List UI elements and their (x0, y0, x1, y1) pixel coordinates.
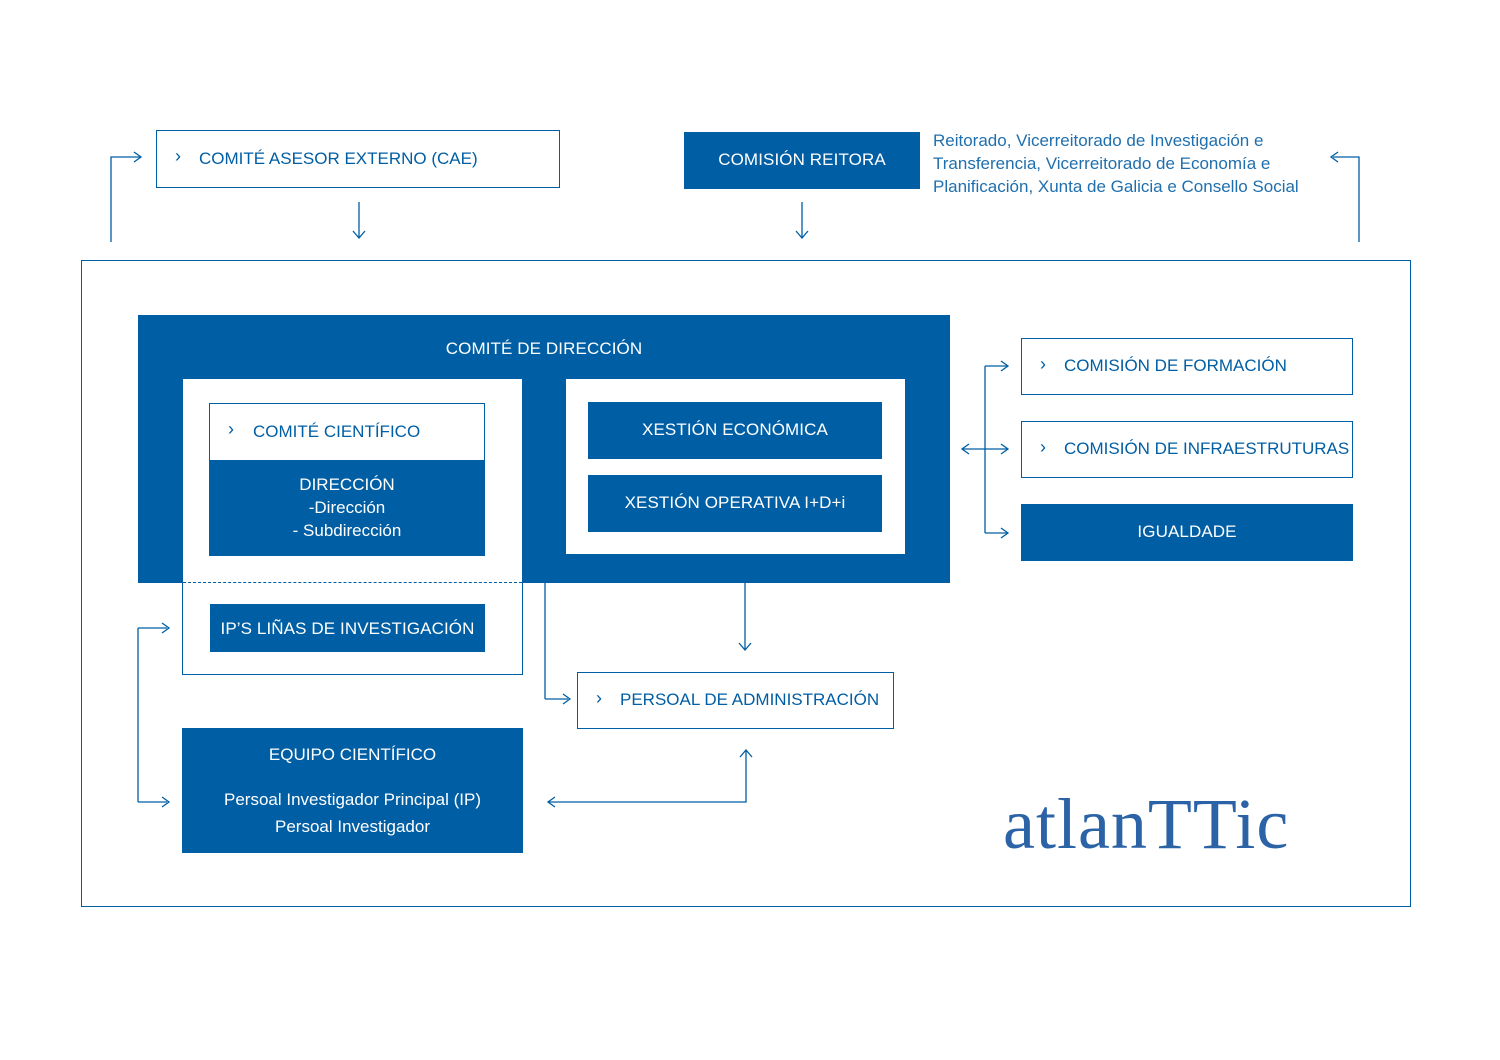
chevron-right-icon: › (1040, 354, 1046, 374)
reitora-note: Reitorado, Vicerreitorado de Investigaci… (933, 129, 1299, 198)
chevron-right-icon: › (1040, 437, 1046, 457)
direccion-line: DIRECCIÓN (299, 475, 395, 494)
reitora-note-line: Reitorado, Vicerreitorado de Investigaci… (933, 131, 1264, 150)
cae-label: COMITÉ ASESOR EXTERNO (CAE) (199, 149, 478, 168)
cae-bracket-arrow-icon (133, 151, 143, 163)
igualdade-arrow-icon (1000, 527, 1010, 539)
economica-label: XESTIÓN ECONÓMICA (642, 420, 828, 439)
igualdade-box[interactable]: IGUALDADE (1021, 504, 1353, 561)
admin-label: PERSOAL DE ADMINISTRACIÓN (620, 690, 880, 709)
equipo-line: Persoal Investigador Principal (IP) (223, 790, 481, 809)
ips-arrow-icon (161, 622, 171, 634)
chevron-right-icon: › (228, 419, 234, 439)
reitora-bracket-arrow-icon (1329, 151, 1339, 163)
admin-equipo-line (549, 751, 747, 803)
ips-box[interactable]: IP’S LIÑAS DE INVESTIGACIÓN (210, 604, 485, 652)
infra-arrow-right-icon (1000, 443, 1010, 455)
direccion-line: -Dirección (308, 498, 386, 517)
xestion-down-arrow-icon (738, 642, 752, 651)
cientifico-box[interactable]: › COMITÉ CIENTÍFICO (209, 403, 485, 461)
infra-box[interactable]: › COMISIÓN DE INFRAESTRUTURAS (1021, 421, 1353, 478)
reitora-down-arrow-icon (795, 230, 809, 239)
cientifico-container (182, 379, 523, 675)
equipo-arrow-icon (161, 796, 171, 808)
chevron-right-icon: › (596, 688, 602, 708)
admin-arrow-icon (562, 693, 572, 705)
infra-label: COMISIÓN DE INFRAESTRUTURAS (1064, 439, 1350, 458)
reitora-box[interactable]: COMISIÓN REITORA (684, 132, 920, 189)
direccion-line: - Subdirección (292, 521, 402, 540)
economica-box[interactable]: XESTIÓN ECONÓMICA (588, 402, 882, 459)
cae-down-arrow-icon (352, 230, 366, 239)
admin-up-arrow-icon (739, 749, 753, 758)
infra-arrow-left-icon (960, 443, 970, 455)
cientifico-label: COMITÉ CIENTÍFICO (253, 422, 421, 441)
reitora-note-line: Planificación, Xunta de Galicia e Consel… (933, 177, 1299, 196)
equipo-left-arrow-icon (546, 796, 556, 808)
equipo-line: Persoal Investigador (275, 817, 430, 836)
atlanttic-logo: atlanTTic (1003, 784, 1290, 864)
chevron-right-icon: › (175, 146, 181, 166)
formacion-label: COMISIÓN DE FORMACIÓN (1064, 356, 1287, 375)
operativa-box[interactable]: XESTIÓN OPERATIVA I+D+i (588, 475, 882, 532)
equipo-box[interactable]: EQUIPO CIENTÍFICO Persoal Investigador P… (182, 728, 523, 853)
dashed-divider (183, 582, 522, 583)
formacion-arrow-icon (1000, 360, 1010, 372)
admin-box[interactable]: › PERSOAL DE ADMINISTRACIÓN (577, 672, 894, 729)
reitora-note-line: Transferencia, Vicerreitorado de Economí… (933, 154, 1271, 173)
equipo-title: EQUIPO CIENTÍFICO (268, 745, 437, 764)
cae-bracket-line (110, 156, 140, 242)
direccion-box[interactable]: DIRECCIÓN -Dirección - Subdirección (209, 460, 485, 556)
cae-box[interactable]: › COMITÉ ASESOR EXTERNO (CAE) (156, 130, 560, 188)
ips-label: IP’S LIÑAS DE INVESTIGACIÓN (220, 619, 475, 638)
direccion-title: COMITÉ DE DIRECCIÓN (445, 339, 643, 358)
operativa-label: XESTIÓN OPERATIVA I+D+i (624, 493, 846, 512)
formacion-box[interactable]: › COMISIÓN DE FORMACIÓN (1021, 338, 1353, 395)
igualdade-label: IGUALDADE (1137, 522, 1237, 541)
outer-frame (81, 260, 1411, 907)
reitora-bracket-line (1333, 156, 1360, 242)
reitora-label: COMISIÓN REITORA (718, 150, 886, 169)
